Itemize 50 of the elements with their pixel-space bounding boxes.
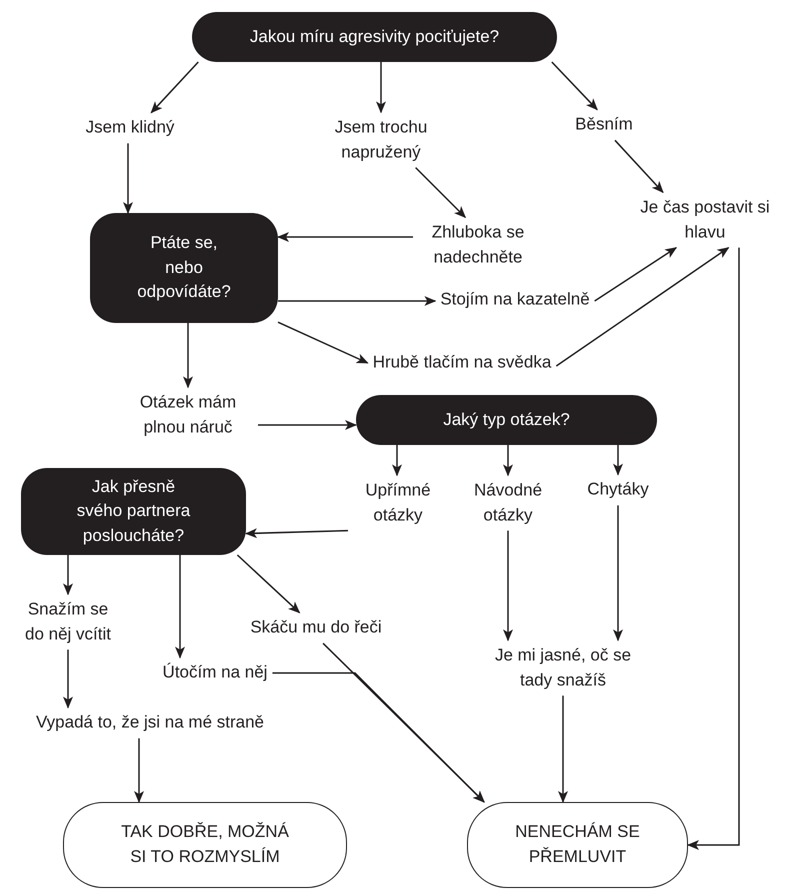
question-box: Jak přesně svého partnera posloucháte? xyxy=(21,468,246,555)
arrow xyxy=(236,554,300,614)
answer-text: Je čas postavit si hlavu xyxy=(630,192,780,248)
arrow xyxy=(63,650,73,709)
answer-text: Skáču mu do řeči xyxy=(245,612,387,644)
arrow xyxy=(150,62,199,114)
answer-text: Snažím se do něj vcítit xyxy=(12,594,124,650)
answer-text: Otázek mám plnou náruč xyxy=(118,387,258,443)
answer-text: Vypadá to, že jsi na mé straně xyxy=(30,708,270,738)
arrow xyxy=(123,143,133,214)
outcome-box: NENECHÁM SE PŘEMLUVIT xyxy=(467,802,688,888)
answer-text: Hrubě tlačím na svědka xyxy=(368,348,556,378)
question-box: Jaký typ otázek? xyxy=(356,395,657,445)
answer-text: Běsním xyxy=(570,110,638,140)
arrow xyxy=(558,696,568,803)
arrow xyxy=(322,642,485,803)
arrow xyxy=(63,555,73,596)
arrow xyxy=(245,528,348,538)
arrow xyxy=(278,321,369,364)
arrow xyxy=(613,505,623,642)
arrow xyxy=(134,738,144,803)
arrow xyxy=(277,232,413,242)
answer-text: Návodné otázky xyxy=(458,475,558,531)
arrow xyxy=(551,61,598,110)
arrow xyxy=(415,167,466,218)
answer-text: Upřímné otázky xyxy=(348,475,448,531)
arrow xyxy=(278,296,436,306)
answer-text: Zhluboka se nadechněte xyxy=(413,217,543,273)
arrow xyxy=(614,140,664,194)
outcome-box: TAK DOBŘE, MOŽNÁ SI TO ROZMYSLÍM xyxy=(63,802,347,888)
answer-text: Jsem trochu napružený xyxy=(321,112,441,168)
answer-text: Útočím na něj xyxy=(158,658,272,688)
arrow xyxy=(376,62,386,114)
arrow xyxy=(503,445,513,476)
arrow xyxy=(613,445,623,476)
arrow xyxy=(392,445,402,476)
arrow xyxy=(183,323,193,388)
arrow xyxy=(556,247,730,367)
question-box: Ptáte se, nebo odpovídáte? xyxy=(90,213,278,323)
question-box: Jakou míru agresivity pociťujete? xyxy=(192,12,557,62)
arrow xyxy=(594,247,678,302)
answer-text: Jsem klidný xyxy=(80,112,180,144)
arrow xyxy=(503,530,513,642)
answer-text: Chytáky xyxy=(582,474,654,506)
answer-text: Stojím na kazatelně xyxy=(435,284,595,316)
answer-text: Je mi jasné, oč se tady snažíš xyxy=(473,640,653,696)
arrow xyxy=(258,420,357,430)
arrow xyxy=(175,555,185,659)
arrow xyxy=(272,672,485,803)
arrow xyxy=(687,248,740,850)
